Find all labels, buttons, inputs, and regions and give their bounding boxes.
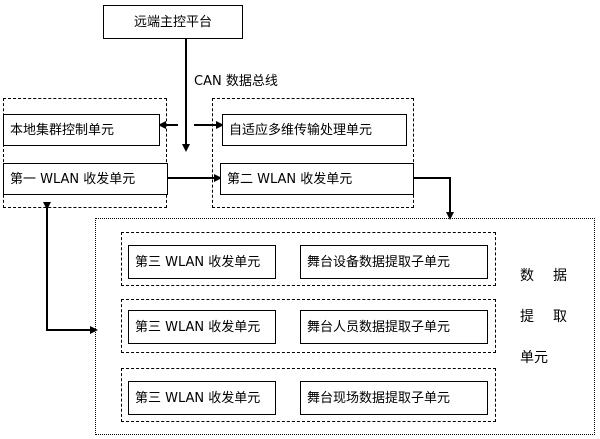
adaptive-unit-label: 自适应多维传输处理单元 <box>229 122 373 138</box>
row3-wlan3-unit: 第三 WLAN 收发单元 <box>128 381 276 415</box>
row1-sub-label: 舞台设备数据提取子单元 <box>307 254 451 270</box>
row2-sub-label: 舞台人员数据提取子单元 <box>307 319 451 335</box>
wlan1-extract-link <box>43 202 98 334</box>
wlan2-transceiver-unit: 第二 WLAN 收发单元 <box>220 163 414 195</box>
adaptive-group <box>212 98 414 208</box>
extract-label-char-1: 数 <box>520 268 534 284</box>
extract-row-1 <box>121 232 496 286</box>
extract-label-char-2: 据 <box>553 268 567 284</box>
row1-sub-unit: 舞台设备数据提取子单元 <box>300 245 488 279</box>
extract-label-char-3: 提 <box>520 309 534 325</box>
remote-control-platform: 远端主控平台 <box>103 5 243 39</box>
remote-platform-label: 远端主控平台 <box>133 14 212 30</box>
wlan2-extract-link <box>408 174 454 220</box>
wlan2-label: 第二 WLAN 收发单元 <box>227 171 353 187</box>
wlan1-transceiver-unit: 第一 WLAN 收发单元 <box>3 163 168 195</box>
row2-wlan3-label: 第三 WLAN 收发单元 <box>135 319 261 335</box>
row2-wlan3-unit: 第三 WLAN 收发单元 <box>128 310 276 344</box>
local-cluster-label: 本地集群控制单元 <box>10 122 115 138</box>
wlan1-label: 第一 WLAN 收发单元 <box>10 171 136 187</box>
local-cluster-control-unit: 本地集群控制单元 <box>3 114 160 146</box>
row1-wlan3-unit: 第三 WLAN 收发单元 <box>128 245 276 279</box>
row2-sub-unit: 舞台人员数据提取子单元 <box>300 310 488 344</box>
row1-wlan3-label: 第三 WLAN 收发单元 <box>135 254 261 270</box>
can-bus-label: CAN 数据总线 <box>194 74 278 89</box>
extract-row-2 <box>121 299 496 353</box>
row3-sub-unit: 舞台现场数据提取子单元 <box>300 381 488 415</box>
extract-row-3 <box>121 368 496 422</box>
extract-label-char-5: 单元 <box>520 350 548 366</box>
row3-sub-label: 舞台现场数据提取子单元 <box>307 390 451 406</box>
extract-label-char-4: 取 <box>553 309 567 325</box>
row3-wlan3-label: 第三 WLAN 收发单元 <box>135 390 261 406</box>
data-extraction-unit <box>95 218 595 435</box>
adaptive-transmission-unit: 自适应多维传输处理单元 <box>222 114 407 146</box>
local-group <box>3 98 167 208</box>
